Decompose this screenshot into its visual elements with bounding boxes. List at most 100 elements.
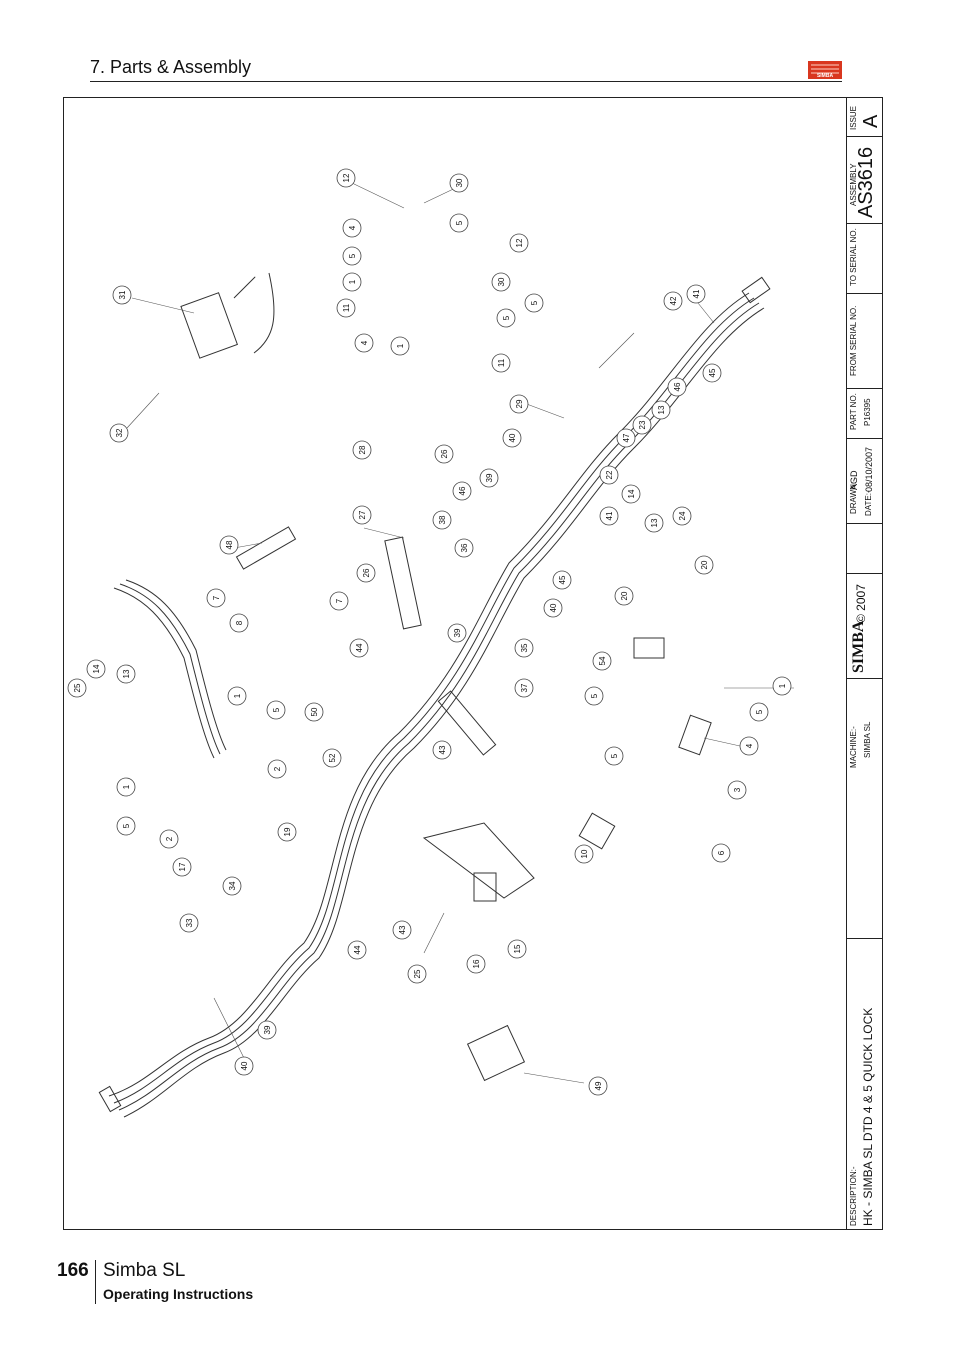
callout-number: 30 [497, 277, 506, 286]
callout-number: 20 [700, 560, 709, 569]
callout-number: 8 [235, 620, 244, 625]
callout-number: 37 [520, 683, 529, 692]
callout-number: 50 [310, 707, 319, 716]
to-serial-label: TO SERIAL NO. [849, 228, 858, 286]
callout-number: 33 [185, 918, 194, 927]
callout-number: 5 [590, 693, 599, 698]
date-value: 08/10/2007 [864, 446, 874, 492]
header-divider [90, 81, 842, 82]
callout-number: 46 [458, 486, 467, 495]
callout-number: 49 [594, 1081, 603, 1090]
drawing-frame [63, 97, 847, 1230]
callout-number: 15 [513, 944, 522, 953]
callout-number: 4 [348, 225, 357, 230]
callout-number: 4 [745, 743, 754, 748]
callout-number: 41 [692, 289, 701, 298]
callout-number: 5 [455, 220, 464, 225]
callout-number: 34 [228, 881, 237, 890]
callout-number: 13 [657, 405, 666, 414]
simba-logo: SIMBA [808, 61, 842, 79]
callout-number: 26 [362, 568, 371, 577]
callout-number: 20 [620, 591, 629, 600]
date-label: DATE:- [864, 490, 873, 516]
callout-number: 16 [472, 959, 481, 968]
callout-number: 47 [622, 433, 631, 442]
callout-number: 4 [360, 340, 369, 345]
callout-number: 52 [328, 753, 337, 762]
callout-number: 13 [122, 669, 131, 678]
callout-number: 54 [598, 656, 607, 665]
part-no-label: PART NO. [849, 393, 858, 430]
description-value: HK - SIMBA SL DTD 4 & 5 QUICK LOCK [861, 1007, 875, 1226]
callout-number: 7 [335, 598, 344, 603]
callout-number: 3 [733, 787, 742, 792]
callout-number: 44 [353, 945, 362, 954]
callout-number: 40 [508, 433, 517, 442]
callout-number: 44 [355, 643, 364, 652]
callout-number: 28 [358, 445, 367, 454]
callout-number: 23 [638, 420, 647, 429]
description-label: DESCRIPTION:- [849, 1166, 858, 1226]
callout-number: 27 [358, 510, 367, 519]
callout-number: 43 [398, 925, 407, 934]
hydraulic-assembly-drawing: 12 30 5 4 12 5 30 1 11 5 5 4 1 11 31 32 … [67, 168, 794, 1118]
callout-number: 41 [605, 511, 614, 520]
callout-number: 7 [212, 595, 221, 600]
part-no-value: P16395 [863, 398, 872, 426]
simba-brand: SIMBA [850, 620, 867, 673]
callout-number: 29 [515, 399, 524, 408]
from-serial-label: FROM SERIAL NO. [849, 305, 858, 376]
section-title: 7. Parts & Assembly [90, 57, 252, 77]
callout-number: 48 [225, 540, 234, 549]
callout-number: 12 [342, 173, 351, 182]
callout-number: 19 [283, 827, 292, 836]
callout-number: 40 [549, 603, 558, 612]
copyright: © 2007 [854, 584, 868, 623]
callout-number: 39 [453, 628, 462, 637]
callout-number: 6 [717, 850, 726, 855]
callout-number: 11 [497, 358, 506, 367]
callout-number: 42 [669, 296, 678, 305]
callout-number: 39 [485, 473, 494, 482]
callout-number: 17 [178, 862, 187, 871]
callout-number: 45 [708, 368, 717, 377]
callout-number: 13 [650, 518, 659, 527]
callout-number: 5 [502, 315, 511, 320]
callout-number: 5 [530, 300, 539, 305]
callout-number: 2 [165, 836, 174, 841]
callout-number: 25 [73, 683, 82, 692]
callout-number: 11 [342, 303, 351, 312]
svg-text:SIMBA: SIMBA [817, 73, 834, 79]
callout-number: 1 [348, 279, 357, 284]
callout-number: 22 [605, 470, 614, 479]
issue-value: A [860, 114, 882, 128]
callout-number: 45 [558, 575, 567, 584]
callout-number: 36 [460, 543, 469, 552]
callout-number: 14 [92, 664, 101, 673]
callout-number: 38 [438, 515, 447, 524]
machine-label: MACHINE:- [849, 726, 858, 768]
callout-number: 1 [778, 683, 787, 688]
machine-name: Simba SL [103, 1260, 186, 1281]
callout-number: 31 [118, 290, 127, 299]
callout-number: 10 [580, 849, 589, 858]
callout-number: 25 [413, 969, 422, 978]
callout-number: 1 [396, 343, 405, 348]
callout-number: 5 [610, 753, 619, 758]
drawn-value: AGD [849, 470, 859, 490]
title-block: ISSUE A ASSEMBLY AS3616 TO SERIAL NO. FR… [847, 97, 883, 1230]
callout-number: 5 [755, 709, 764, 714]
callout-number: 5 [348, 253, 357, 258]
callout-number: 2 [273, 766, 282, 771]
callout-number: 14 [627, 489, 636, 498]
machine-value: SIMBA SL [863, 721, 872, 758]
callout-number: 43 [438, 745, 447, 754]
callout-number: 26 [440, 449, 449, 458]
callout-number: 39 [263, 1025, 272, 1034]
callout-number: 1 [233, 693, 242, 698]
assembly-number: AS3616 [855, 146, 877, 218]
issue-label: ISSUE [849, 105, 858, 130]
footer-divider [95, 1260, 96, 1304]
callout-number: 32 [115, 428, 124, 437]
callout-number: 5 [272, 707, 281, 712]
